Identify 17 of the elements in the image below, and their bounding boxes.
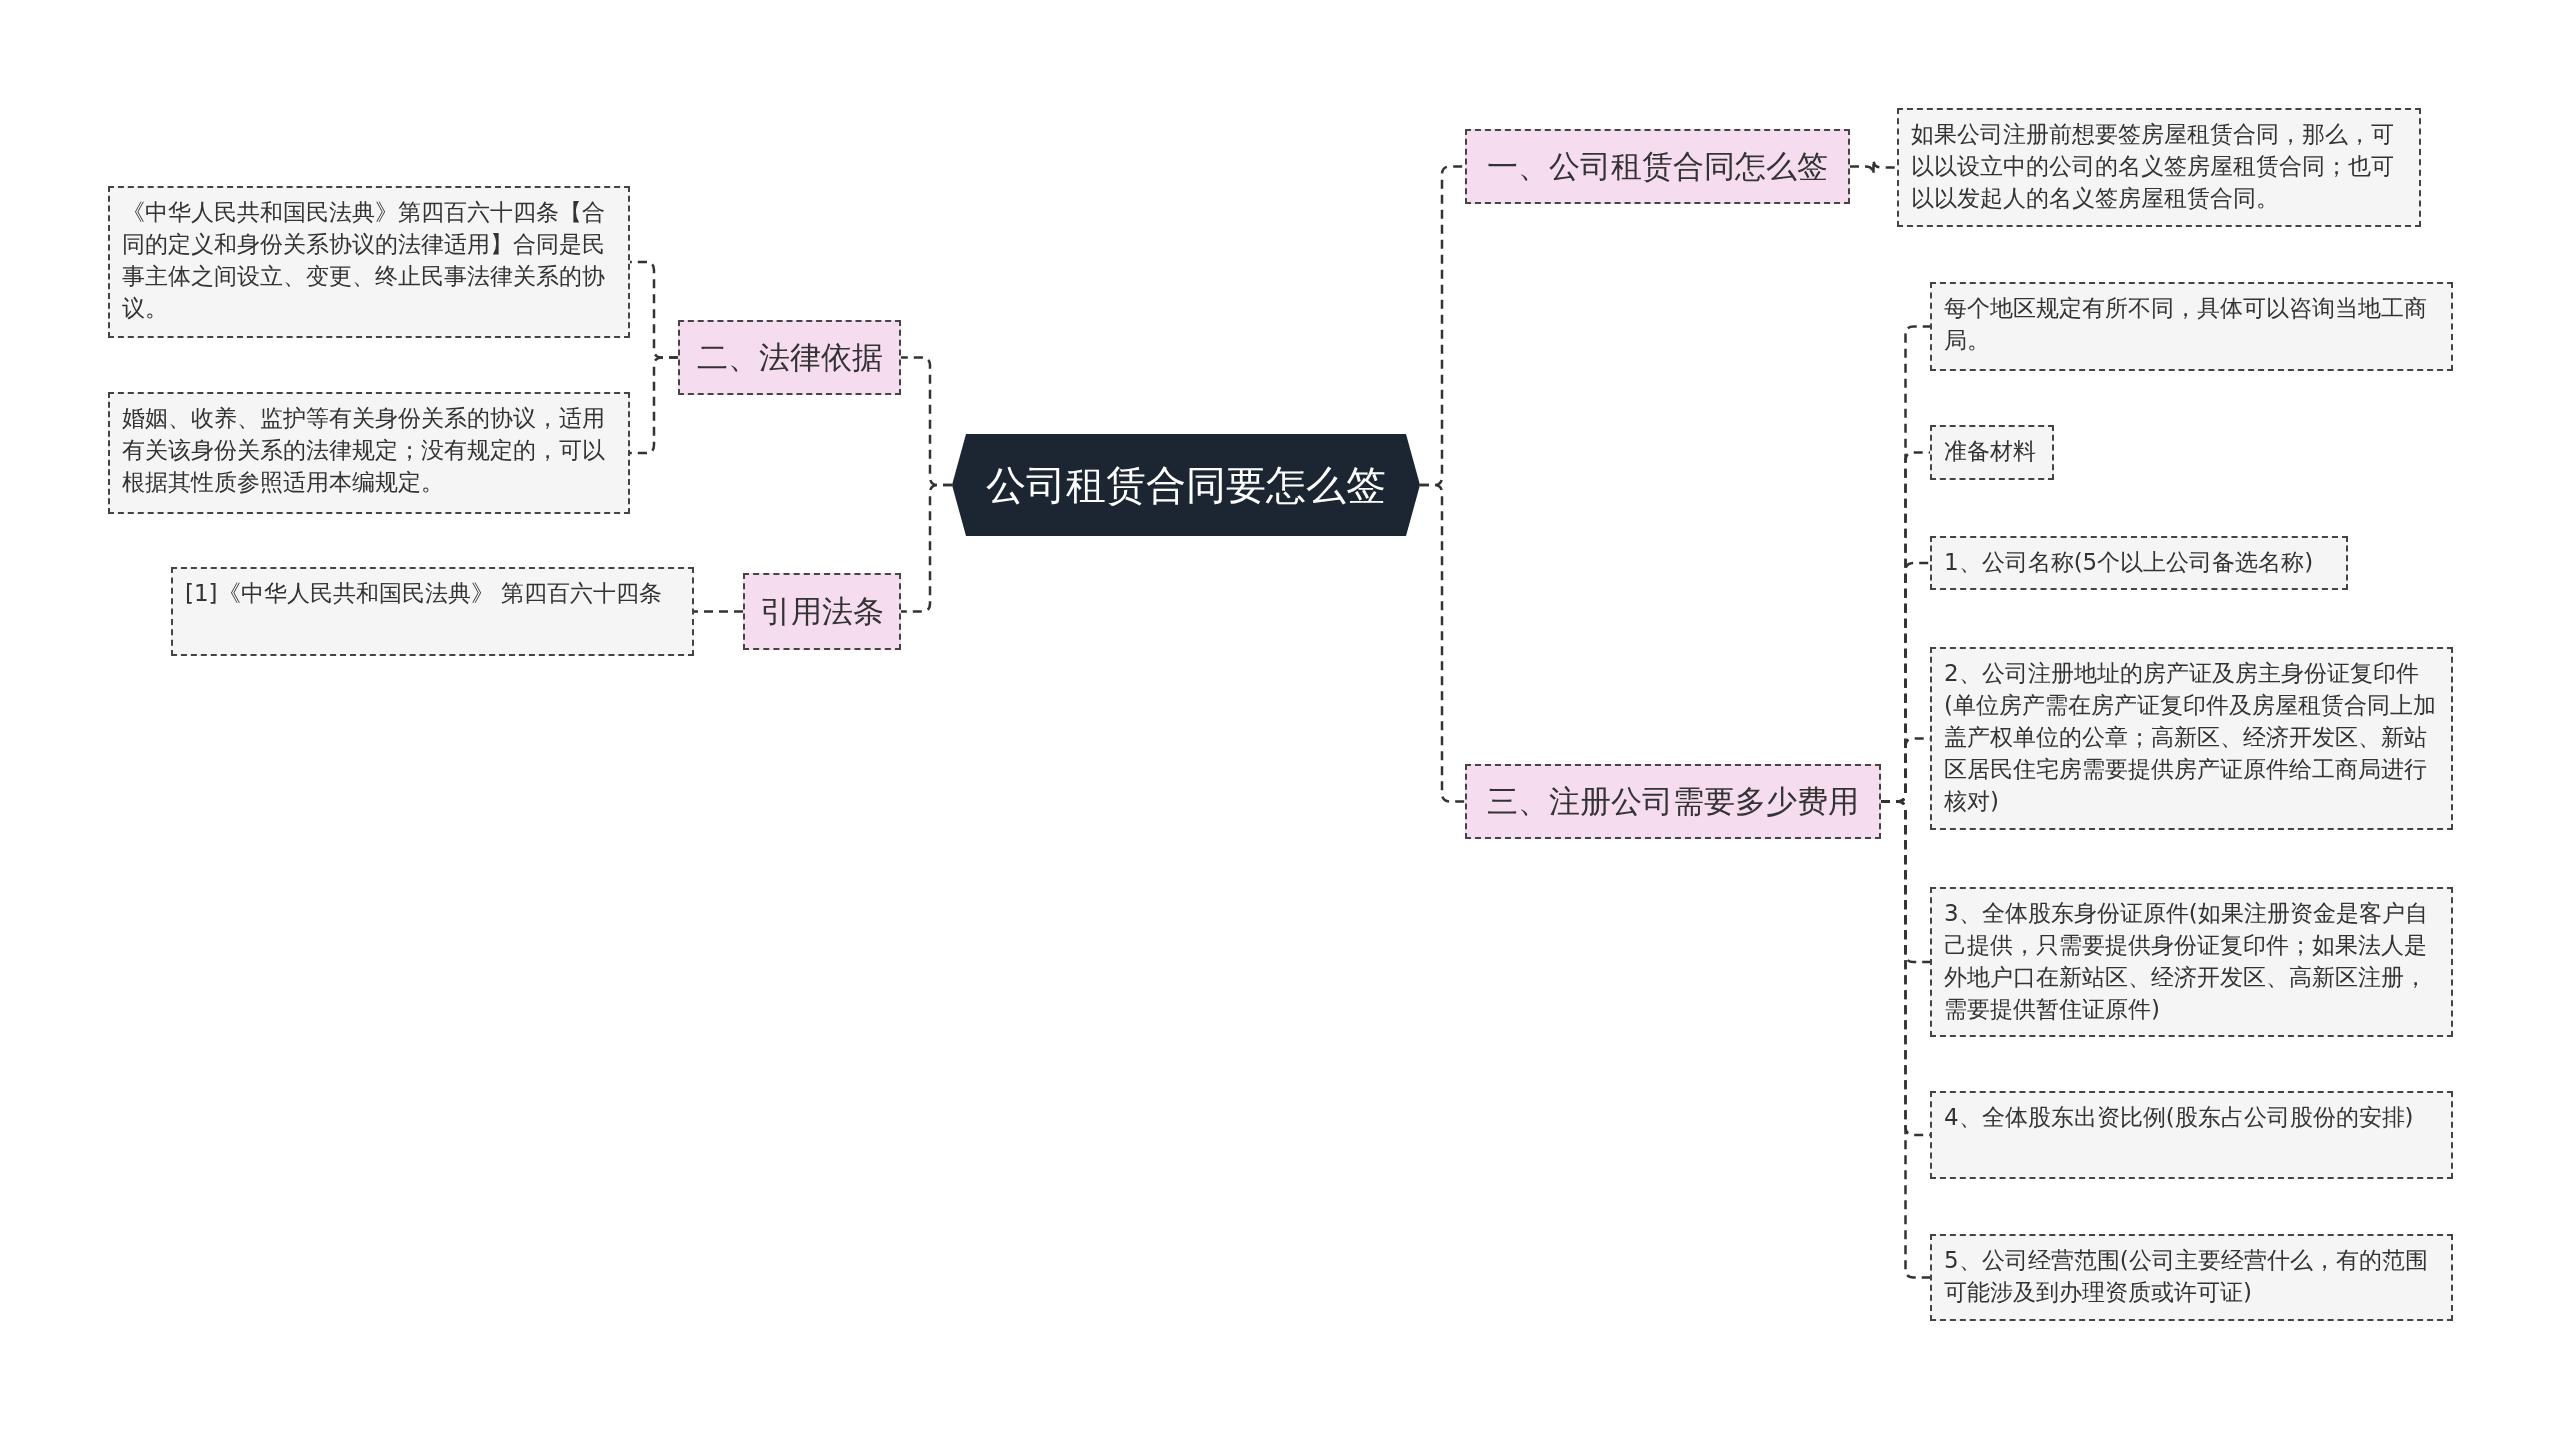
note-box: 4、全体股东出资比例(股东占公司股份的安排)	[1930, 1091, 2453, 1179]
note-box: 3、全体股东身份证原件(如果注册资金是客户自己提供，只需要提供身份证复印件；如果法人是外地户口在新站区、经济开发区、高新区注册，需要提供暂住证原件)	[1930, 887, 2453, 1037]
note-box: 准备材料	[1930, 425, 2054, 480]
note-box: 每个地区规定有所不同，具体可以咨询当地工商局。	[1930, 282, 2453, 371]
connector-line	[694, 610, 743, 613]
topic-box: 二、法律依据	[678, 320, 901, 395]
note-box: 1、公司名称(5个以上公司备选名称)	[1930, 536, 2348, 590]
topic-box: 三、注册公司需要多少费用	[1465, 764, 1881, 839]
note-box: [1]《中华人民共和国民法典》 第四百六十四条	[171, 567, 694, 656]
note-box: 如果公司注册前想要签房屋租赁合同，那么，可以以设立中的公司的名义签房屋租赁合同；也可以以发起人的名义签房屋租赁合同。	[1897, 108, 2421, 227]
note-box: 2、公司注册地址的房产证及房主身份证复印件(单位房产需在房产证复印件及房屋租赁合同上加盖产权单位的公章；高新区、经济开发区、新站区居民住宅房需要提供房产证原件给工商局进行核对)	[1930, 647, 2453, 830]
note-box: 5、公司经营范围(公司主要经营什么，有的范围可能涉及到办理资质或许可证)	[1930, 1234, 2453, 1321]
central-topic: 公司租赁合同要怎么签	[952, 434, 1420, 536]
topic-box: 一、公司租赁合同怎么签	[1465, 129, 1850, 204]
note-box: 婚姻、收养、监护等有关身份关系的协议，适用有关该身份关系的法律规定；没有规定的，可以根据其性质参照适用本编规定。	[108, 392, 630, 514]
note-box: 《中华人民共和国民法典》第四百六十四条【合同的定义和身份关系协议的法律适用】合同是民事主体之间设立、变更、终止民事法律关系的协议。	[108, 186, 630, 338]
topic-box: 引用法条	[743, 573, 901, 650]
